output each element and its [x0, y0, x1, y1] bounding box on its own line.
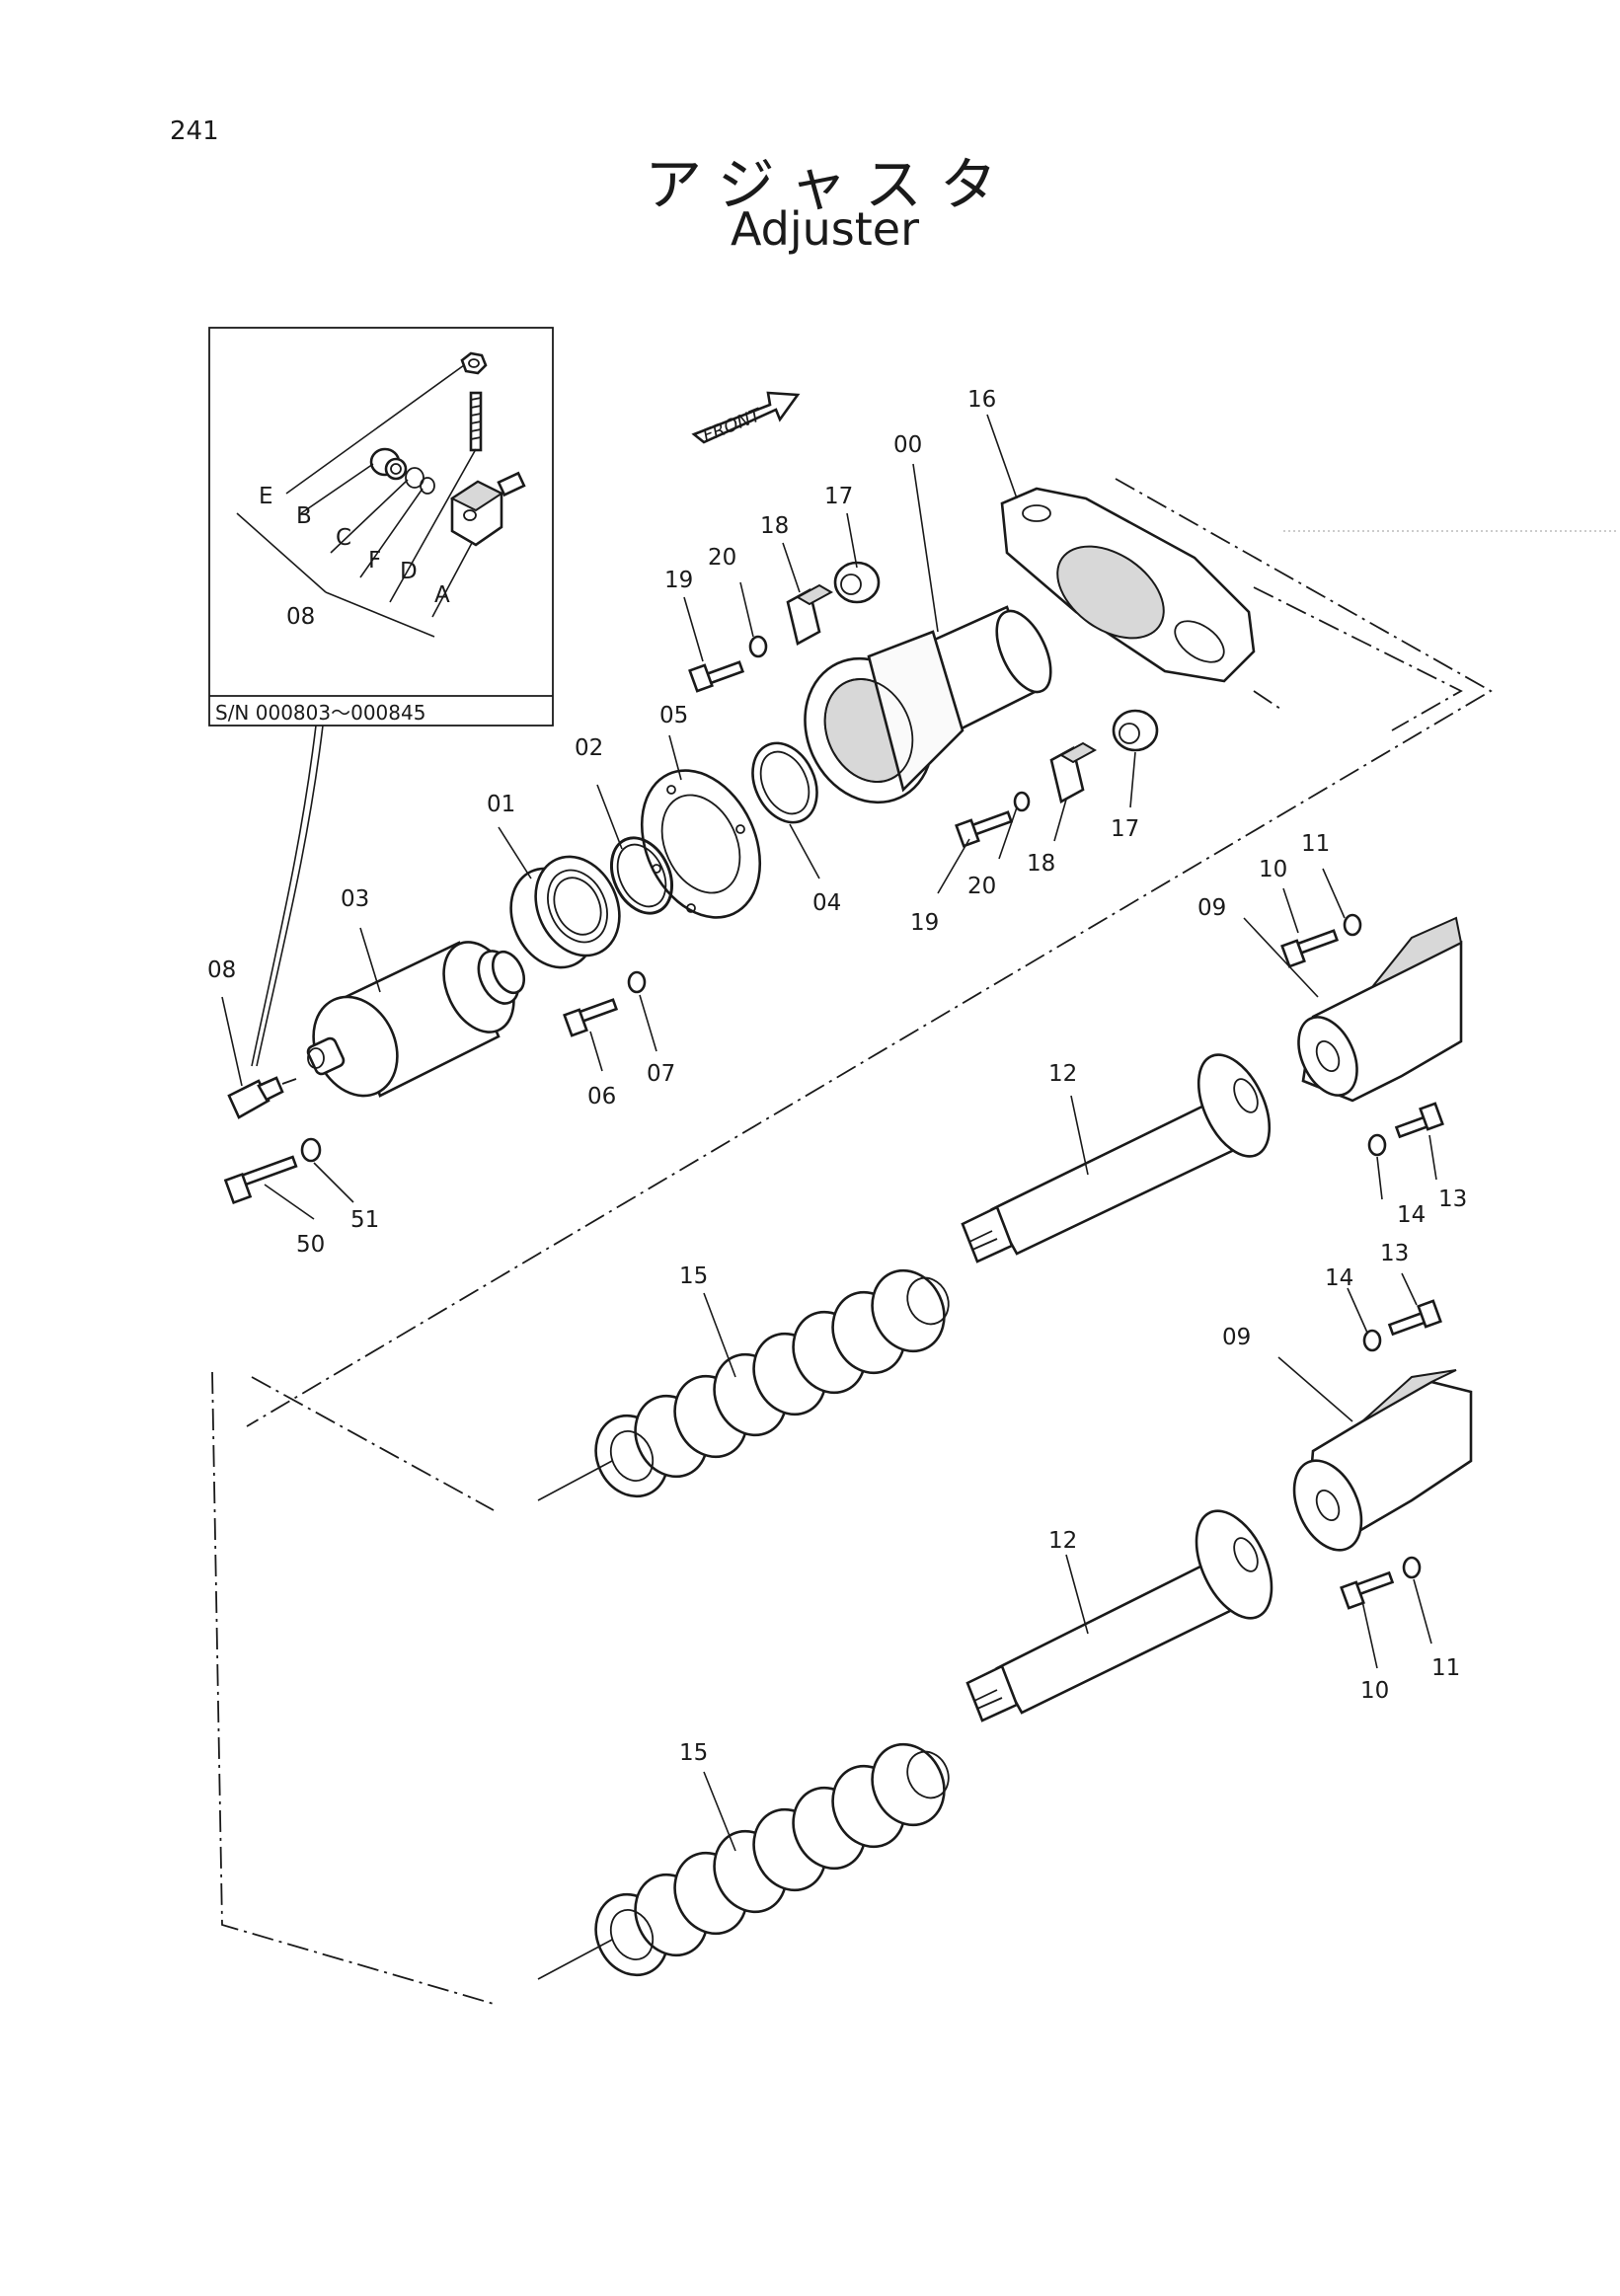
front-label: FRONT [700, 404, 766, 446]
callout-11-lower: 11 [1431, 1655, 1460, 1681]
piston-seal-icon [509, 855, 621, 969]
inset-nut-icon [460, 351, 488, 375]
inset-stud-icon [469, 391, 483, 452]
block-18a-icon [786, 583, 834, 646]
snap-ring-icon [610, 836, 673, 915]
callout-03: 03 [341, 886, 369, 912]
callout-05: 05 [659, 703, 688, 728]
spring-lower-icon [594, 1742, 950, 1977]
callout-06: 06 [587, 1084, 616, 1110]
callout-12-lower: 12 [1048, 1528, 1077, 1554]
callout-18-upper: 18 [760, 513, 789, 539]
inset-plug-icon [369, 447, 408, 481]
page-title-japanese: アジャスタ [645, 151, 1015, 218]
bolt-50-icon [223, 1155, 298, 1205]
piston-rod-icon [306, 941, 526, 1098]
washer-14b-icon [1362, 1329, 1382, 1352]
callout-01: 01 [487, 792, 515, 817]
callout-09-upper: 09 [1197, 895, 1226, 921]
washer-07-icon [627, 970, 647, 994]
shaft-upper-icon [961, 1053, 1272, 1263]
washer-14a-icon [1367, 1133, 1387, 1157]
grease-fitting-icon [227, 1076, 297, 1119]
yoke-lower-icon [1292, 1369, 1473, 1552]
inset-oring-icon [405, 467, 424, 489]
bolt-10b-icon [1340, 1570, 1395, 1610]
callout-14-lower: 14 [1325, 1265, 1353, 1291]
inset-seal-icon [420, 477, 435, 495]
callout-12-upper: 12 [1048, 1061, 1077, 1087]
inset-fitting-body-icon [449, 471, 526, 547]
callout-16: 16 [967, 387, 996, 413]
yoke-upper-icon [1297, 916, 1463, 1103]
page-number: 241 [170, 116, 219, 146]
callout-00: 00 [893, 432, 922, 458]
callout-50: 50 [296, 1232, 325, 1258]
bolt-13b-icon [1387, 1299, 1442, 1337]
callout-15-upper: 15 [679, 1263, 708, 1289]
bolt-13a-icon [1394, 1102, 1444, 1139]
callout-15-lower: 15 [679, 1740, 708, 1766]
callout-20-lower: 20 [967, 874, 996, 899]
washer-11b-icon [1402, 1556, 1422, 1579]
callout-14-upper: 14 [1397, 1202, 1426, 1228]
page-title-english: Adjuster [730, 202, 919, 256]
callout-13-upper: 13 [1438, 1186, 1467, 1212]
callout-09-lower: 09 [1222, 1325, 1251, 1350]
shaft-lower-icon [965, 1509, 1273, 1722]
inset-label-C: C [336, 525, 351, 551]
washer-20b-icon [1013, 791, 1031, 812]
inset-label-E: E [259, 484, 273, 509]
seal-ring-icon [751, 741, 818, 824]
bolt-19b-icon [955, 810, 1014, 848]
inset-label-A: A [434, 582, 450, 608]
nut-17b-icon [1112, 709, 1159, 752]
callout-07: 07 [647, 1061, 675, 1087]
callout-19-lower: 19 [910, 910, 939, 936]
spring-upper-icon [594, 1268, 950, 1498]
callout-18-lower: 18 [1027, 851, 1055, 877]
callout-leaders [221, 414, 1437, 1980]
washer-11a-icon [1343, 913, 1362, 937]
callout-19-upper: 19 [664, 568, 693, 593]
callout-51: 51 [350, 1207, 379, 1233]
nut-17a-icon [833, 561, 881, 604]
callout-labels: 00 16 17 18 19 20 05 02 01 03 08 04 20 1… [207, 387, 1467, 1766]
callout-08: 08 [207, 957, 236, 983]
front-direction-arrow: FRONT [691, 391, 801, 447]
callout-13-lower: 13 [1380, 1241, 1409, 1266]
callout-10-upper: 10 [1259, 857, 1287, 882]
assembly-boundary-lines [211, 478, 1619, 2005]
callout-11-upper: 11 [1301, 831, 1330, 857]
inset-frame [208, 327, 554, 727]
callout-02: 02 [575, 735, 603, 761]
callout-10-lower: 10 [1360, 1678, 1389, 1704]
inset-label-F: F [368, 548, 381, 574]
callout-17-upper: 17 [824, 484, 853, 509]
cylinder-icon [804, 605, 1052, 804]
inset-detail: S/N 000803～000845 [208, 327, 554, 1067]
washer-51-icon [300, 1137, 322, 1163]
inset-label-08: 08 [286, 604, 315, 630]
washer-20a-icon [748, 635, 768, 658]
bolt-10a-icon [1280, 929, 1340, 968]
callout-04: 04 [812, 890, 841, 916]
bolt-06-icon [563, 998, 619, 1037]
bolt-19a-icon [688, 660, 745, 693]
inset-label-D: D [400, 559, 418, 584]
callout-17-lower: 17 [1111, 816, 1139, 842]
inset-label-B: B [296, 503, 312, 529]
track-frame-bracket-icon [1000, 487, 1256, 683]
block-18b-icon [1049, 741, 1098, 804]
inset-serial-range: S/N 000803～000845 [215, 701, 425, 725]
callout-20-upper: 20 [708, 545, 736, 571]
